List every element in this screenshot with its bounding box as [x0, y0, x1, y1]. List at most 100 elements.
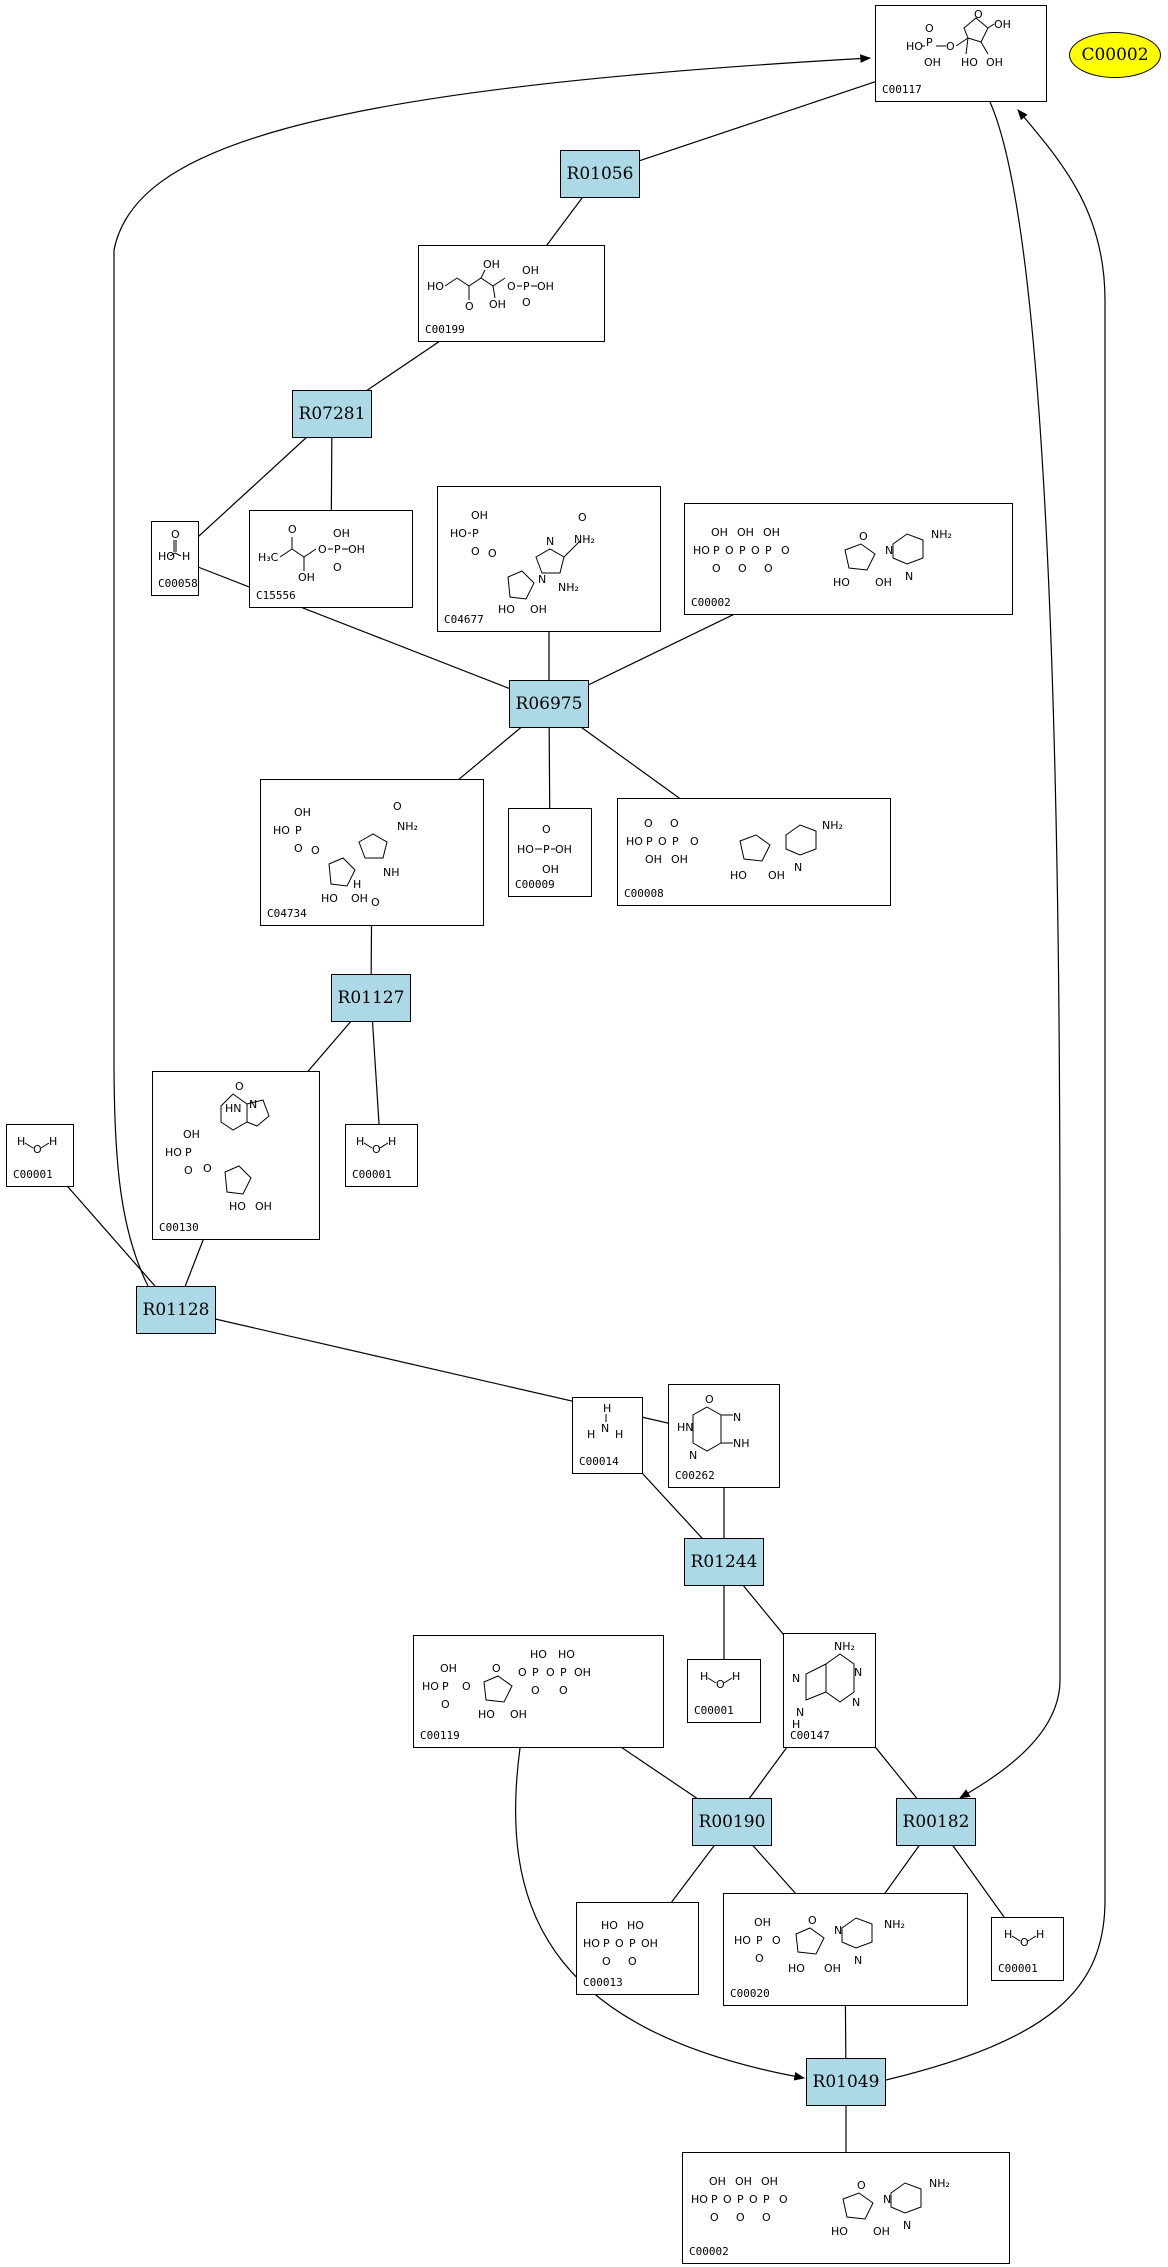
reaction-R01128[interactable]: R01128 — [136, 1286, 216, 1334]
svg-text:P: P — [523, 280, 530, 293]
svg-text:OH: OH — [471, 509, 488, 522]
svg-text:O: O — [644, 817, 653, 830]
svg-text:P: P — [763, 2193, 770, 2206]
reaction-R07281[interactable]: R07281 — [292, 390, 372, 438]
svg-text:O: O — [736, 2211, 745, 2224]
svg-text:N: N — [852, 1696, 860, 1709]
svg-text:OH: OH — [510, 1708, 527, 1721]
svg-text:O: O — [710, 2211, 719, 2224]
svg-text:OH: OH — [994, 18, 1011, 31]
svg-text:H₃C: H₃C — [258, 551, 279, 564]
svg-text:OH: OH — [768, 869, 785, 882]
svg-text:O: O — [471, 545, 480, 558]
svg-text:N: N — [796, 1706, 804, 1719]
svg-text:O: O — [762, 2211, 771, 2224]
reaction-R01056[interactable]: R01056 — [560, 150, 640, 198]
svg-text:OH: OH — [255, 1200, 272, 1213]
svg-text:P: P — [646, 835, 653, 848]
svg-text:P: P — [756, 1934, 763, 1947]
svg-text:O: O — [546, 1666, 555, 1679]
svg-text:HN: HN — [225, 1102, 242, 1115]
svg-text:NH₂: NH₂ — [822, 819, 843, 832]
svg-text:O: O — [723, 2193, 732, 2206]
svg-text:O: O — [372, 1143, 381, 1156]
svg-text:O: O — [859, 530, 868, 543]
svg-text:O: O — [738, 562, 747, 575]
compound-id: C00117 — [882, 83, 922, 96]
svg-text:HO: HO — [961, 56, 978, 69]
legend-compound-badge: C00002 — [1069, 32, 1161, 78]
svg-text:OH: OH — [333, 527, 350, 540]
edge-R07281-to-c00058 — [174, 413, 333, 559]
svg-text:O: O — [772, 1934, 781, 1947]
svg-text:O: O — [628, 1955, 637, 1968]
svg-text:O: O — [465, 300, 474, 313]
svg-text:HO: HO — [517, 843, 534, 856]
svg-text:OH: OH — [761, 2175, 778, 2188]
svg-text:O: O — [1020, 1936, 1029, 1949]
svg-text:HO: HO — [627, 1919, 644, 1932]
svg-text:O: O — [755, 1952, 764, 1965]
svg-text:HO: HO — [498, 603, 515, 616]
svg-text:HO: HO — [626, 835, 643, 848]
svg-text:P: P — [185, 1146, 192, 1159]
svg-text:OH: OH — [555, 843, 572, 856]
svg-text:OH: OH — [986, 56, 1003, 69]
svg-text:O: O — [716, 1678, 725, 1691]
reaction-R00182[interactable]: R00182 — [896, 1798, 976, 1846]
reaction-R01244[interactable]: R01244 — [684, 1538, 764, 1586]
svg-text:H: H — [700, 1670, 708, 1683]
svg-text:N: N — [546, 535, 554, 548]
svg-text:OH: OH — [645, 853, 662, 866]
svg-text:O: O — [171, 528, 180, 541]
reaction-R01127[interactable]: R01127 — [331, 974, 411, 1022]
svg-text:OH: OH — [294, 806, 311, 819]
svg-text:OH: OH — [489, 298, 506, 311]
compound-id: C00013 — [583, 1976, 623, 1989]
svg-text:P: P — [543, 843, 550, 856]
svg-text:NH₂: NH₂ — [884, 1918, 905, 1931]
compound-id: C00262 — [675, 1469, 715, 1482]
svg-text:O: O — [974, 8, 983, 21]
compound-id: C15556 — [256, 589, 296, 602]
svg-text:O: O — [203, 1162, 212, 1175]
reaction-R00190[interactable]: R00190 — [692, 1798, 772, 1846]
svg-text:H: H — [182, 550, 190, 563]
svg-text:N: N — [601, 1422, 609, 1435]
svg-text:H: H — [587, 1428, 595, 1441]
svg-text:O: O — [559, 1684, 568, 1697]
reaction-R06975[interactable]: R06975 — [509, 680, 589, 728]
svg-text:O: O — [779, 2193, 788, 2206]
compound-id: C00001 — [694, 1704, 734, 1717]
svg-text:O: O — [318, 543, 327, 556]
svg-text:O: O — [462, 1680, 471, 1693]
svg-text:OH: OH — [737, 526, 754, 539]
svg-text:O: O — [371, 896, 380, 909]
reaction-R01049[interactable]: R01049 — [806, 2058, 886, 2106]
svg-text:HO: HO — [427, 280, 444, 293]
